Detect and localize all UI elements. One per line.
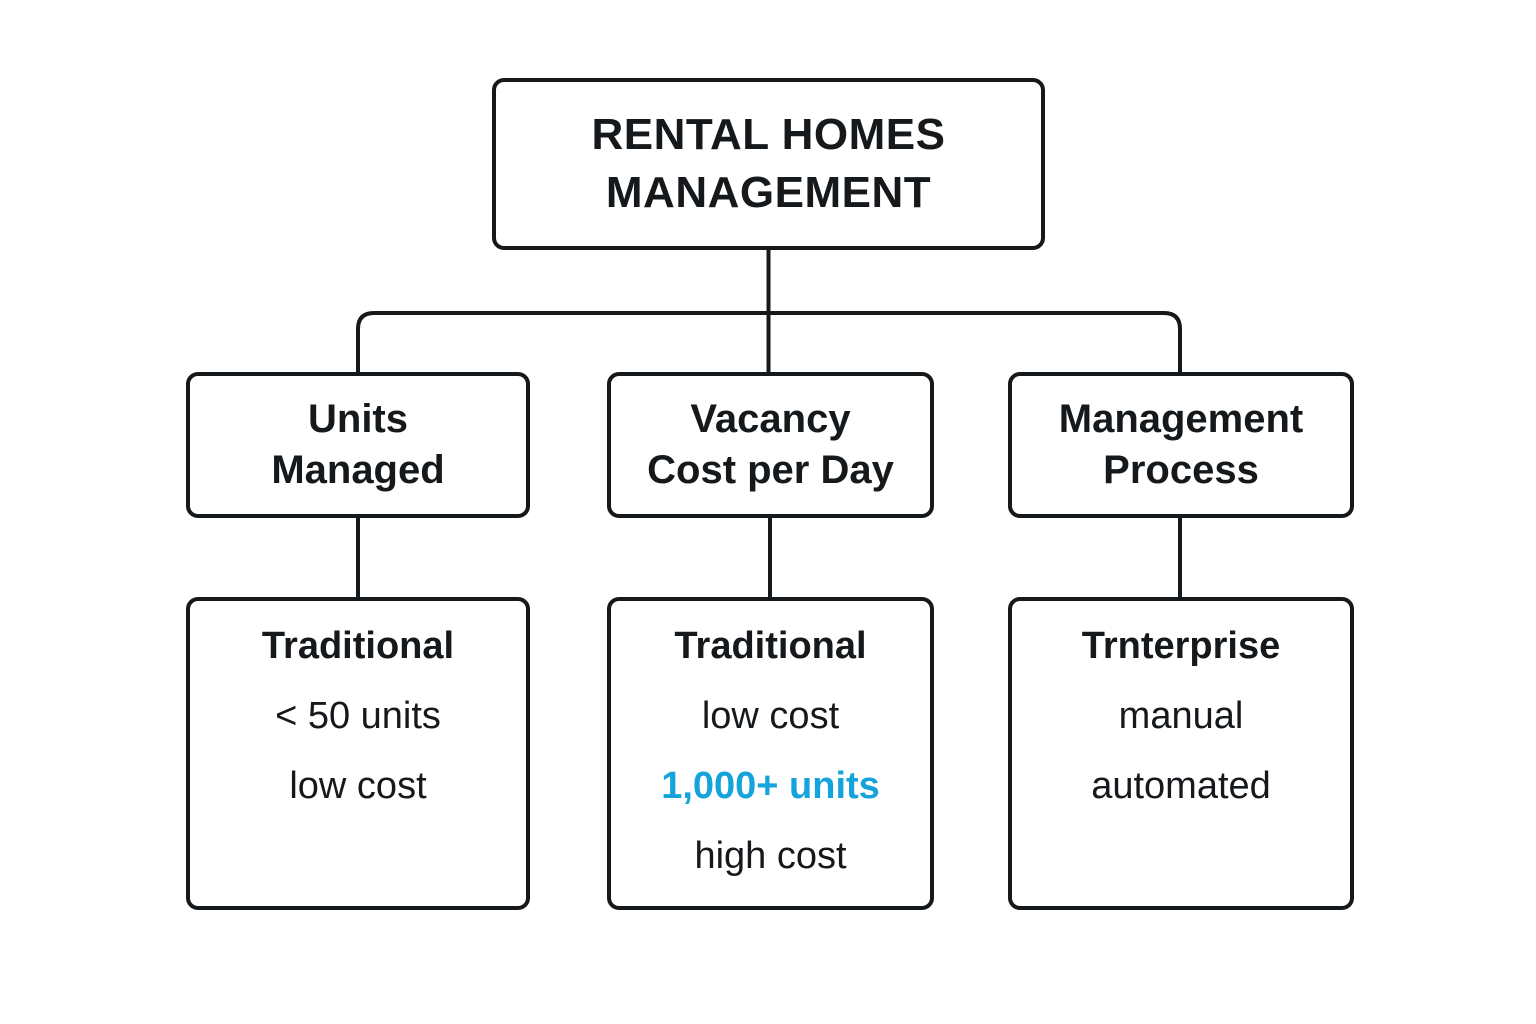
root-title-line-2: MANAGEMENT (605, 168, 932, 217)
detail-1-row-2: low cost (289, 765, 427, 807)
detail-2-row-2: 1,000+ units (661, 765, 880, 807)
category-1-line-2: Managed (271, 448, 445, 492)
detail-3-row-2: automated (1091, 765, 1271, 807)
category-3-line-1: Management (1058, 396, 1304, 441)
node-detail-management-process[interactable]: Trnterprise manual automated (1008, 597, 1354, 910)
node-category-units-managed[interactable]: Units Managed (186, 372, 530, 518)
connector-bus-right (768, 311, 1182, 372)
category-1-line-1: Units (308, 396, 408, 441)
connector-bus-left (356, 311, 769, 372)
detail-2-row-3: high cost (694, 835, 847, 877)
node-category-management-process[interactable]: Management Process (1008, 372, 1354, 518)
node-detail-units-managed[interactable]: Traditional < 50 units low cost (186, 597, 530, 910)
node-category-vacancy-cost-per-day[interactable]: Vacancy Cost per Day (607, 372, 934, 518)
root-title-line-1: RENTAL HOMES (591, 109, 946, 159)
detail-3-row-1: manual (1118, 695, 1244, 737)
detail-2-row-1: low cost (701, 695, 840, 737)
node-detail-vacancy-cost-per-day[interactable]: Traditional low cost 1,000+ units high c… (607, 597, 934, 910)
detail-1-row-1: < 50 units (275, 695, 441, 737)
category-2-line-1: Vacancy (690, 396, 851, 441)
detail-2-heading: Traditional (674, 625, 867, 667)
detail-1-heading: Traditional (261, 625, 455, 667)
node-root[interactable]: RENTAL HOMES MANAGEMENT (492, 78, 1045, 250)
detail-3-heading: Trnterprise (1081, 625, 1281, 667)
category-3-line-2: Process (1103, 448, 1259, 492)
category-2-line-2: Cost per Day (647, 448, 894, 492)
